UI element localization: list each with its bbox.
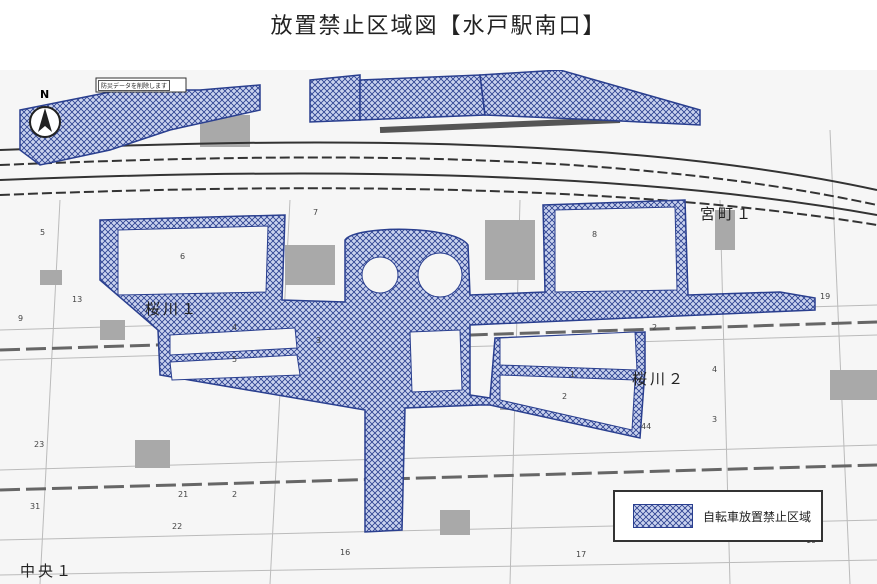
block-number: 3 xyxy=(316,336,322,345)
block-number: 2 xyxy=(562,392,568,401)
block-number: 7 xyxy=(313,208,319,217)
block-number: 21 xyxy=(178,490,189,499)
block-number: 6 xyxy=(180,252,186,261)
block-number: 17 xyxy=(576,550,587,559)
zone-map: 防災データを削除します 宮町１ 桜川１ 桜川２ 中央１ 7 6 5 4 5 3 … xyxy=(0,70,877,584)
block-number: 22 xyxy=(172,522,183,531)
legend-label: 自転車放置禁止区域 xyxy=(703,510,812,524)
north-label: N xyxy=(40,88,50,101)
block-number: 44 xyxy=(641,422,652,431)
district-sakuragawa2: 桜川２ xyxy=(632,370,687,388)
block-number: 3 xyxy=(712,415,718,424)
zone-blocks xyxy=(117,206,678,431)
block-number: 9 xyxy=(18,314,24,323)
page-title: 放置禁止区域図【水戸駅南口】 xyxy=(270,14,607,39)
block-number: 8 xyxy=(592,230,598,239)
map-canvas xyxy=(0,70,877,584)
district-miyamachi: 宮町１ xyxy=(700,205,755,223)
legend-swatch xyxy=(633,504,693,528)
block-number: 5 xyxy=(232,355,238,364)
notice-label: 防災データを削除します xyxy=(98,80,171,91)
block-number: 2 xyxy=(232,490,238,499)
block-number: 16 xyxy=(340,548,351,557)
block-number: 13 xyxy=(72,295,83,304)
block-number: 4 xyxy=(712,365,718,374)
north-arrow-icon xyxy=(29,106,61,138)
block-number: 1 xyxy=(570,370,576,379)
map-legend: 自転車放置禁止区域 xyxy=(613,490,823,542)
block-number: 4 xyxy=(232,323,238,332)
district-chuo1: 中央１ xyxy=(20,562,75,580)
block-number: 5 xyxy=(40,228,46,237)
block-number: 2 xyxy=(652,323,658,332)
block-number: 31 xyxy=(30,502,41,511)
block-number: 23 xyxy=(34,440,45,449)
district-sakuragawa1: 桜川１ xyxy=(145,300,200,318)
block-number: 19 xyxy=(820,292,831,301)
